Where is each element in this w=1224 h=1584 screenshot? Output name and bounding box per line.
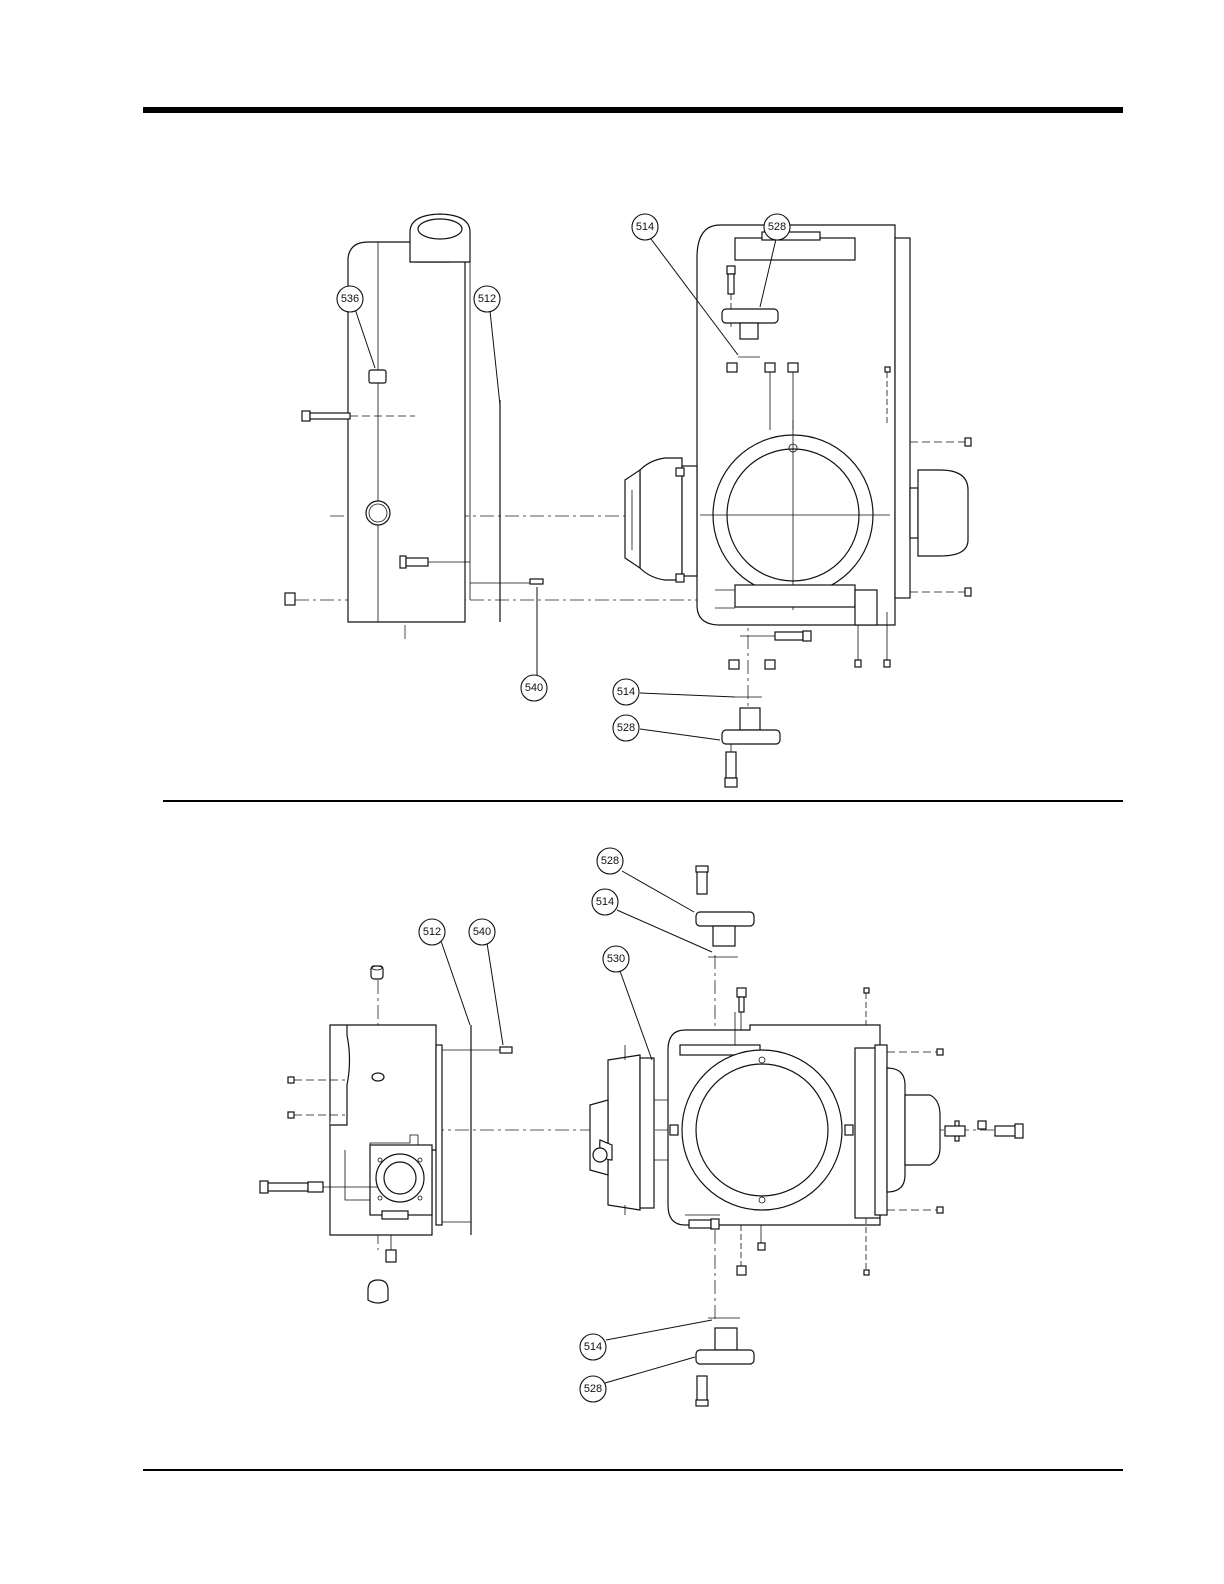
svg-text:528: 528	[768, 221, 786, 233]
callout-512: 512	[474, 286, 500, 312]
callout-514: 514	[632, 214, 658, 240]
left-housing-lower	[330, 1025, 442, 1235]
callout-528-b: 528	[597, 848, 623, 874]
lower-bolts-lower	[689, 1218, 869, 1275]
right-end-cover-lower	[875, 1045, 1023, 1215]
flange-cap-528-lower-lower	[696, 1318, 754, 1406]
callout-528-b-lower: 528	[580, 1376, 606, 1402]
callout-540-b: 540	[469, 919, 495, 945]
callout-514-b: 514	[592, 889, 618, 915]
motor-cover-plate	[625, 458, 697, 582]
bottom-exploded-view: 528 514 512 540 530 514 528	[260, 848, 1023, 1406]
main-gearbox-housing	[697, 225, 895, 625]
flange-cap-528-upper-lower	[696, 866, 754, 957]
callout-528-lower: 528	[613, 715, 639, 741]
main-gearbox-housing-lower	[668, 1025, 880, 1225]
top-exploded-view: 536 512 514 528 540 514 528	[285, 214, 971, 787]
callout-514-b-lower: 514	[580, 1334, 606, 1360]
callout-528: 528	[764, 214, 790, 240]
svg-text:540: 540	[525, 682, 543, 694]
svg-text:536: 536	[341, 293, 359, 305]
svg-text:528: 528	[601, 855, 619, 867]
svg-text:512: 512	[423, 926, 441, 938]
right-end-cover	[895, 238, 971, 598]
plug-lower-left	[285, 593, 295, 605]
plug-536	[369, 370, 386, 383]
callout-540: 540	[521, 675, 547, 701]
callout-530-b: 530	[603, 946, 629, 972]
svg-text:514: 514	[617, 686, 635, 698]
svg-text:514: 514	[636, 221, 654, 233]
svg-text:528: 528	[584, 1383, 602, 1395]
plug-bottom-lower	[368, 1280, 388, 1303]
svg-text:540: 540	[473, 926, 491, 938]
pin-540	[530, 579, 543, 584]
callout-514-lower: 514	[613, 679, 639, 705]
svg-text:514: 514	[596, 896, 614, 908]
flange-cap-528-lower	[722, 697, 780, 787]
svg-text:512: 512	[478, 293, 496, 305]
callout-536: 536	[337, 286, 363, 312]
plug-top-lower	[371, 966, 383, 979]
svg-text:530: 530	[607, 953, 625, 965]
svg-text:528: 528	[617, 722, 635, 734]
svg-text:514: 514	[584, 1341, 602, 1353]
pin-540-lower	[500, 1047, 512, 1053]
callout-512-b: 512	[419, 919, 445, 945]
